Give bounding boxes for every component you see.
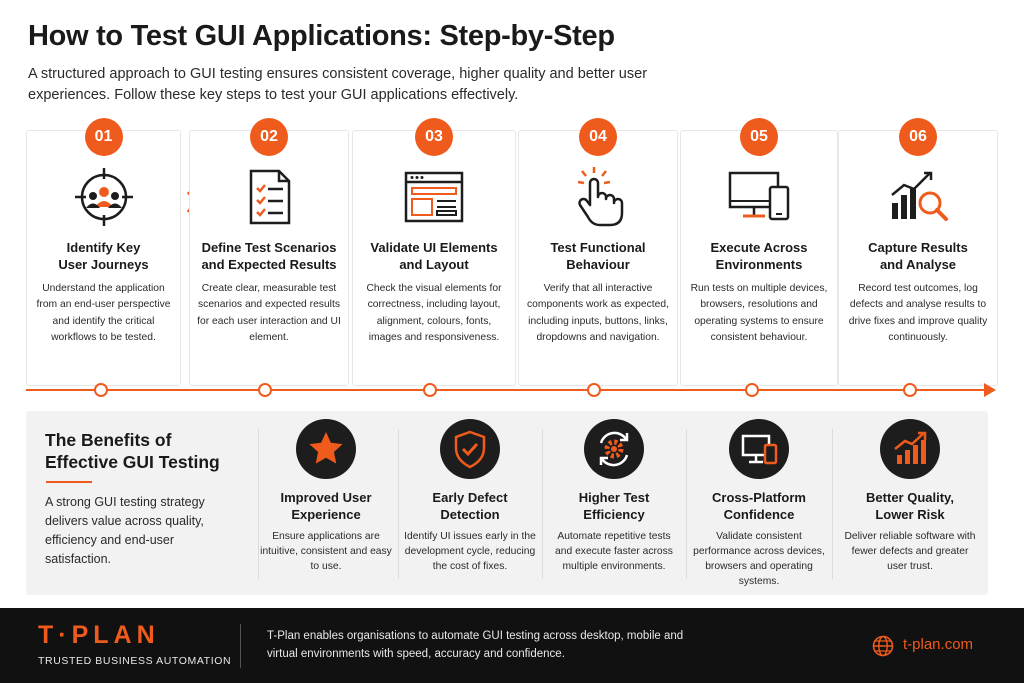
divider — [398, 429, 399, 579]
step-number-badge: 02 — [250, 118, 288, 156]
browser-layout-icon — [402, 165, 466, 229]
step-number-badge: 04 — [579, 118, 617, 156]
divider — [686, 429, 687, 579]
pointer-click-icon — [566, 165, 630, 229]
divider — [542, 429, 543, 579]
page-title: How to Test GUI Applications: Step-by-St… — [28, 20, 615, 52]
website-link[interactable]: t-plan.com — [903, 636, 974, 653]
step-number-badge: 01 — [84, 118, 123, 156]
benefit-description: Automate repetitive tests and execute fa… — [555, 531, 673, 572]
star-icon — [296, 419, 356, 479]
benefit-description: Validate consistent performance across d… — [693, 531, 825, 587]
step-description: Run tests on multiple devices, browsers,… — [690, 283, 828, 343]
timeline-line — [26, 389, 986, 391]
timeline-dot — [903, 383, 917, 397]
devices-icon — [727, 165, 791, 229]
globe-icon — [872, 635, 894, 657]
step-number-badge: 05 — [740, 118, 778, 156]
timeline-dot — [587, 383, 601, 397]
shield-check-icon — [440, 419, 500, 479]
target-users-icon — [72, 165, 136, 229]
step-number-badge: 06 — [899, 118, 937, 156]
page-subtitle: A structured approach to GUI testing ens… — [28, 66, 648, 103]
timeline-dot — [258, 383, 272, 397]
footer: T·PLAN TRUSTED BUSINESS AUTOMATION T-Pla… — [0, 608, 1024, 683]
divider — [832, 429, 833, 579]
step-description: Verify that all interactive components w… — [527, 283, 669, 343]
tplan-logo: T·PLAN — [38, 621, 160, 649]
benefit-title: Better Quality,Lower Risk — [866, 490, 954, 522]
divider — [258, 429, 259, 579]
divider — [240, 624, 241, 668]
timeline-dot — [745, 383, 759, 397]
step-number-badge: 03 — [415, 118, 453, 156]
logo-tagline: TRUSTED BUSINESS AUTOMATION — [38, 655, 232, 667]
benefits-description: A strong GUI testing strategy delivers v… — [45, 495, 205, 566]
chart-magnifier-icon — [886, 165, 950, 229]
step-description: Record test outcomes, log defects and an… — [848, 283, 988, 343]
benefit-description: Deliver reliable software with fewer def… — [844, 531, 976, 572]
step-description: Understand the application from an end-u… — [36, 283, 171, 343]
benefit-description: Ensure applications are intuitive, consi… — [260, 531, 392, 572]
timeline-arrow-icon — [984, 383, 996, 397]
benefit-description: Identify UI issues early in the developm… — [404, 531, 536, 572]
footer-description: T-Plan enables organisations to automate… — [267, 630, 684, 660]
step-description: Check the visual elements for correctnes… — [366, 283, 502, 343]
checklist-document-icon — [237, 165, 301, 229]
step-description: Create clear, measurable test scenarios … — [197, 283, 341, 343]
benefit-better-quality: Better Quality,Lower Risk Deliver reliab… — [841, 419, 979, 589]
growth-chart-icon — [880, 419, 940, 479]
timeline-dot — [94, 383, 108, 397]
timeline — [26, 380, 998, 400]
gear-cycle-icon — [584, 419, 644, 479]
devices-icon — [729, 419, 789, 479]
timeline-dot — [423, 383, 437, 397]
heading-underline — [46, 481, 92, 483]
